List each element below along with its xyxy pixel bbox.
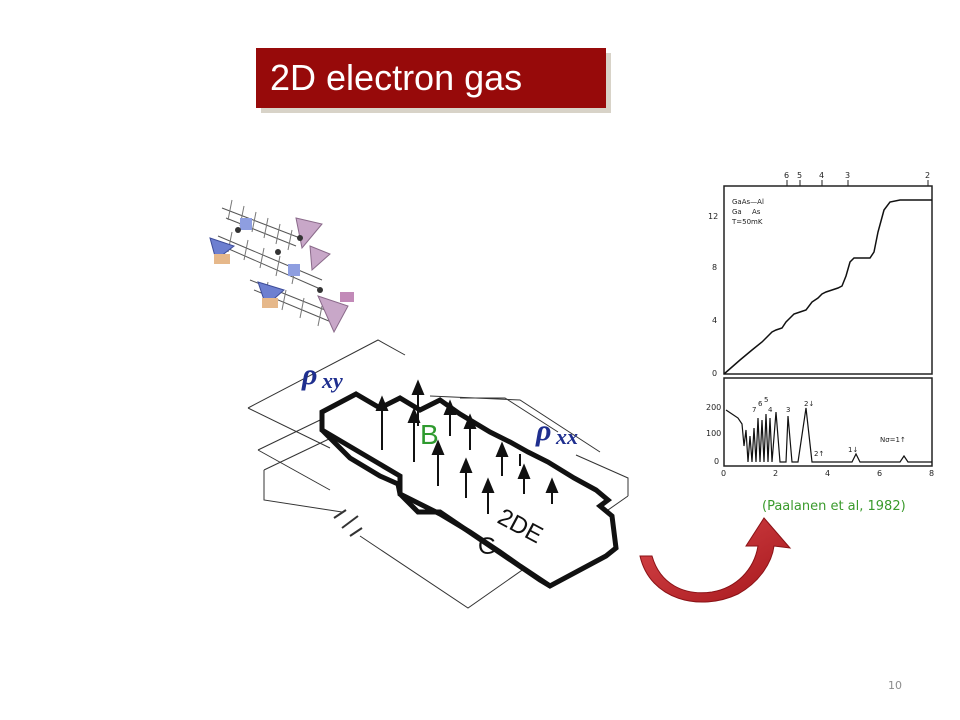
- upper-y-tick-8: 8: [712, 263, 717, 272]
- material-label: GaAs—Al: [732, 198, 764, 206]
- top-tick-4: 4: [819, 171, 824, 180]
- upper-y-tick-0: 0: [712, 369, 717, 378]
- rho-xx-symbol: ρ: [535, 414, 551, 447]
- sample-label-line2: G: [478, 533, 497, 560]
- citation: (Paalanen et al, 1982): [762, 499, 906, 514]
- field-label: B: [420, 419, 439, 450]
- slide-title: 2D electron gas: [256, 48, 606, 108]
- rho-xx-subscript: xx: [555, 424, 578, 449]
- n-sigma-label: Nσ=1↑: [880, 436, 906, 444]
- peak-label-1-down: 1↓: [848, 446, 858, 454]
- lower-y-tick-100: 100: [706, 429, 721, 438]
- x-tick-6: 6: [877, 469, 882, 478]
- peak-label-2-down: 2↓: [804, 400, 814, 408]
- rho-xy-subscript: xy: [321, 368, 343, 393]
- top-tick-2: 2: [925, 171, 930, 180]
- lower-y-tick-0: 0: [714, 457, 719, 466]
- temperature-label: T=50mK: [731, 218, 763, 226]
- material-label-3: As: [752, 208, 761, 216]
- upper-y-tick-4: 4: [712, 316, 717, 325]
- peak-label-3: 3: [786, 406, 790, 414]
- peak-label-7: 7: [752, 406, 756, 414]
- lower-y-tick-200: 200: [706, 403, 721, 412]
- x-tick-8: 8: [929, 469, 934, 478]
- x-tick-2: 2: [773, 469, 778, 478]
- x-tick-0: 0: [721, 469, 726, 478]
- peak-label-2-up: 2↑: [814, 450, 824, 458]
- top-tick-3: 3: [845, 171, 850, 180]
- page-number: 10: [888, 679, 902, 692]
- material-label-2: Ga: [732, 208, 742, 216]
- peak-label-4: 4: [768, 406, 773, 414]
- upper-y-tick-12: 12: [708, 212, 718, 221]
- top-tick-5: 5: [797, 171, 802, 180]
- x-tick-4: 4: [825, 469, 830, 478]
- peak-label-5: 5: [764, 396, 768, 404]
- peak-label-6: 6: [758, 400, 763, 408]
- top-tick-6: 6: [784, 171, 789, 180]
- rho-xy-symbol: ρ: [301, 358, 317, 391]
